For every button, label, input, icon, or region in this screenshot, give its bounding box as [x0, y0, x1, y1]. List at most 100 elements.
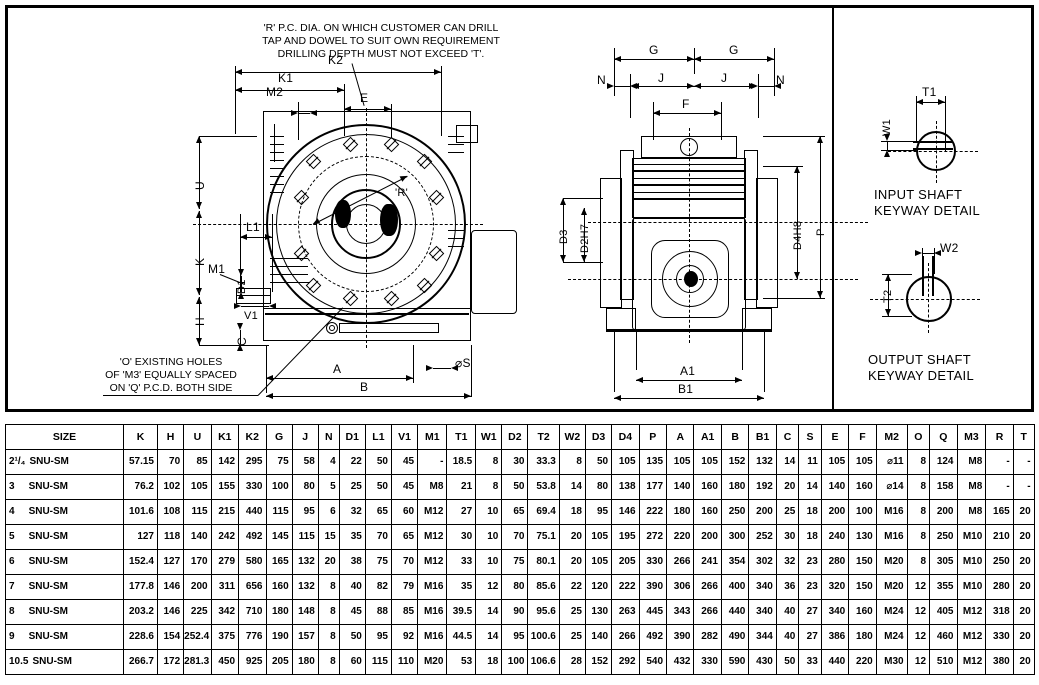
- table-cell-p: 177: [638, 474, 668, 500]
- table-cell-e: 386: [820, 624, 850, 650]
- output-keyway-right: [932, 256, 934, 296]
- table-cell-q: 250: [929, 524, 958, 550]
- technical-drawing-frame: 'R' P.C. DIA. ON WHICH CUSTOMER CAN DRIL…: [5, 5, 1034, 412]
- table-cell-m2: ⌀11: [875, 449, 908, 475]
- table-cell-d1: 32: [338, 499, 366, 525]
- ext-g-right: [774, 48, 775, 96]
- table-cell-l1: 65: [364, 499, 392, 525]
- side-view-centerline-h: [568, 279, 858, 280]
- table-cell-p: 390: [638, 574, 668, 600]
- ext-t2-top: [882, 274, 912, 275]
- label-e: E: [360, 91, 369, 105]
- label-u: U: [193, 181, 207, 190]
- table-cell-m2: M16: [875, 499, 908, 525]
- table-cell-k2: 710: [238, 599, 267, 625]
- table-cell-d3: 80: [584, 474, 613, 500]
- table-cell-e: 240: [820, 524, 850, 550]
- table-cell-w1: 12: [475, 574, 503, 600]
- ext-a-right: [413, 345, 414, 383]
- fin: [270, 258, 308, 259]
- table-col-header-e: E: [820, 424, 850, 450]
- label-k1: K1: [278, 71, 294, 85]
- table-col-header-n: N: [317, 424, 340, 450]
- side-view-flange-right: [744, 150, 758, 300]
- table-cell-d1: 22: [338, 449, 366, 475]
- table-col-header-p: P: [638, 424, 668, 450]
- table-cell-d3: 105: [584, 524, 613, 550]
- dim-e: [344, 106, 391, 112]
- table-cell-k: 228.6: [123, 624, 158, 650]
- table-cell-g: 115: [265, 499, 293, 525]
- table-cell-j: 157: [291, 624, 319, 650]
- table-cell-m1: M16: [417, 574, 448, 600]
- note-pcd-line-2: TAP AND DOWEL TO SUIT OWN REQUIREMENT: [262, 35, 500, 47]
- table-cell-k2: 580: [238, 549, 267, 575]
- ext-l1-left: [240, 214, 241, 292]
- table-cell-m3: M12: [956, 649, 987, 675]
- table-cell-k: 177.8: [123, 574, 158, 600]
- table-cell-g: 190: [265, 624, 293, 650]
- foot-boss-circle: [326, 322, 338, 334]
- table-cell-d4: 146: [611, 499, 640, 525]
- dim-f: [653, 110, 721, 116]
- table-col-header-t2: T2: [527, 424, 560, 450]
- table-cell-s: 11: [798, 449, 822, 475]
- table-cell-k1: 155: [210, 474, 240, 500]
- table-cell-f: 160: [848, 599, 877, 625]
- fin: [270, 274, 308, 275]
- table-cell-d3: 105: [584, 549, 613, 575]
- table-cell-m1: M12: [417, 549, 448, 575]
- table-cell-d1: 25: [338, 474, 366, 500]
- table-cell-m3: M10: [956, 574, 987, 600]
- table-cell-r: 380: [985, 649, 1014, 675]
- foot-boss-bore: [329, 325, 335, 331]
- table-cell-d2: 70: [501, 524, 529, 550]
- table-col-header-a1: A1: [693, 424, 722, 450]
- label-v1: V1: [244, 310, 259, 322]
- output-keyway-title-1: OUTPUT SHAFT: [868, 352, 972, 367]
- table-cell-d1: 40: [338, 574, 366, 600]
- fin: [270, 266, 308, 267]
- label-d3: D3: [558, 229, 570, 244]
- table-cell-v1: 70: [390, 549, 419, 575]
- table-cell-p: 330: [638, 549, 668, 575]
- table-cell-a: 306: [666, 574, 695, 600]
- ext-f-right: [721, 102, 722, 140]
- label-m2: M2: [266, 85, 284, 99]
- table-cell-q: 510: [929, 649, 958, 675]
- table-cell-k2: 925: [238, 649, 267, 675]
- table-cell-a: 180: [666, 499, 695, 525]
- label-g-left: G: [649, 43, 659, 57]
- label-a: A: [333, 362, 342, 376]
- dim-u: [196, 136, 202, 209]
- table-cell-n: 8: [317, 649, 340, 675]
- table-cell-g: 205: [265, 649, 293, 675]
- table-cell-l1: 115: [364, 649, 392, 675]
- table-cell-d1: 38: [338, 549, 366, 575]
- table-cell-h: 154: [156, 624, 185, 650]
- table-cell-a: 140: [666, 474, 695, 500]
- table-cell-r: -: [985, 474, 1014, 500]
- table-cell-s: 27: [798, 624, 822, 650]
- ext-n-right: [758, 74, 759, 118]
- table-cell-t1: 35: [446, 574, 477, 600]
- table-cell-u: 105: [183, 474, 212, 500]
- size-number: 4: [9, 506, 15, 517]
- label-b: B: [360, 380, 369, 394]
- table-col-header-q: Q: [929, 424, 958, 450]
- table-cell-h: 102: [156, 474, 185, 500]
- table-cell-k: 76.2: [123, 474, 158, 500]
- table-cell-k1: 375: [210, 624, 240, 650]
- table-cell-j: 132: [291, 549, 319, 575]
- table-cell-v1: 45: [390, 449, 419, 475]
- table-cell-k: 57.15: [123, 449, 158, 475]
- table-cell-m1: M16: [417, 599, 448, 625]
- table-cell-j: 58: [291, 449, 319, 475]
- table-cell-b: 490: [720, 624, 750, 650]
- ext-k2-right: [441, 66, 442, 136]
- size-number: 6: [9, 556, 15, 567]
- table-cell-b: 250: [720, 499, 750, 525]
- table-col-header-r: R: [985, 424, 1014, 450]
- table-cell-v1: 92: [390, 624, 419, 650]
